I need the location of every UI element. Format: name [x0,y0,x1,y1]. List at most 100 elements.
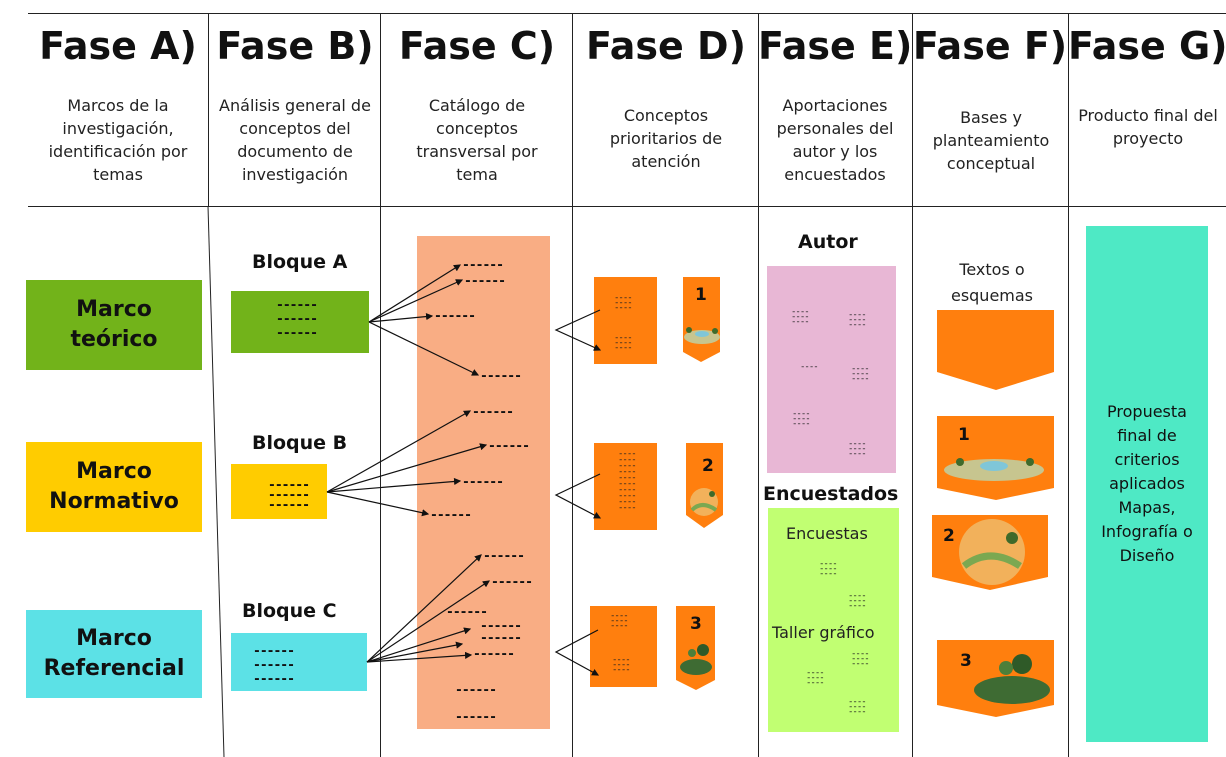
encuestados-dash: ---- [806,668,825,678]
connector-b3 [326,477,462,493]
concept-dash: ---- [610,621,629,631]
header-top-line [28,13,1226,14]
catalog-dash: ------ [480,619,522,634]
marco-teorico-box: Marco teórico [26,280,202,370]
divider-f-g [1068,13,1069,757]
header-bottom-line [28,206,1226,207]
catalog-dash: ------ [473,647,515,662]
bloque-a-label: Bloque A [252,251,348,273]
bloque-b-box [231,464,327,519]
bloque-b-dash: ------ [268,478,310,493]
pennant-number-3: 3 [690,614,702,634]
autor-dash: ---- [792,409,811,419]
bloque-c-dash: ------ [253,658,295,673]
catalog-dash: ------ [434,309,476,324]
connector-d1 [554,309,602,351]
concept-dash: ---- [614,303,633,313]
bloque-b-dash: ------ [268,498,310,513]
bloque-a-dash: ------ [276,298,318,313]
concept-dash: ---- [618,497,637,507]
phase-desc-d: Conceptos prioritarios de atención [609,106,723,171]
producto-final-box: Propuesta final de criterios aplicados M… [1086,226,1208,742]
phase-desc-c: Catálogo de conceptos transversal por te… [416,96,538,184]
phase-title-b: Fase B) [216,24,374,68]
autor-dash: ---- [800,362,819,372]
concept-dash: ---- [614,293,633,303]
concept-dash: ---- [612,660,631,670]
connector-d3 [554,629,600,676]
encuestados-dash: ---- [851,659,870,669]
encuestados-dash: ---- [806,678,825,688]
phase-desc-f: Bases y planteamiento conceptual [932,108,1050,173]
encuestados-dash: ---- [851,654,870,664]
connector-a4 [368,321,480,376]
park-illustration-f2 [959,519,1025,585]
concept-dash: ---- [614,333,633,343]
phase-title-a: Fase A) [39,24,197,68]
encuestados-label: Encuestados [763,483,899,505]
concept-dash: ---- [614,298,633,308]
marco-referencial-box: Marco Referencial [26,610,202,698]
park-illustration-2 [690,488,718,516]
phase-desc-a: Marcos de la investigación, identificaci… [48,96,188,184]
concept-dash: ---- [618,461,637,471]
park-illustration-3 [680,644,712,675]
encuestados-dash: ---- [848,702,867,712]
divider-c-d [572,13,573,757]
phase-title-g: Fase G) [1068,24,1226,68]
autor-dash: ---- [848,320,867,330]
autor-label: Autor [798,231,858,253]
catalog-dash: ------ [455,710,497,725]
phase-title-e: Fase E) [758,24,913,68]
textos-pennant [937,310,1054,390]
producto-final-label: Propuesta final de criterios aplicados M… [1101,402,1193,565]
pennant-number-1: 1 [695,285,707,305]
connector-b2 [326,443,488,493]
bloque-a-dash: ------ [276,312,318,327]
divider-d-e [758,13,759,757]
pennant-number-2: 2 [702,456,714,476]
autor-dash: ---- [792,419,811,429]
concept-dash: ---- [612,655,631,665]
divider-e-f [912,13,913,757]
autor-dash: ---- [848,310,867,320]
autor-dash: ---- [848,444,867,454]
park-illustration-1 [684,327,720,344]
encuestados-dash: ---- [819,559,838,569]
autor-dash: ---- [791,317,810,327]
autor-dash: ---- [851,374,870,384]
fase-f-pennant-1 [937,416,1054,500]
concept-box-1 [594,277,657,364]
concept-dash: ---- [618,485,637,495]
bloque-b-label: Bloque B [252,432,348,454]
autor-dash: ---- [792,414,811,424]
connector-a2 [368,279,464,323]
concept-dash: ---- [618,455,637,465]
park-illustration-f1 [944,458,1044,481]
connector-c3 [366,627,472,663]
bloque-c-box [231,633,367,691]
encuestados-dash: ---- [848,596,867,606]
marco-referencial-label: Marco Referencial [43,626,185,681]
encuestados-dash: ---- [848,601,867,611]
concept-box-3 [590,606,657,687]
autor-dash: ---- [791,312,810,322]
concept-dash: ---- [614,343,633,353]
bloque-a-box [231,291,369,353]
connector-b1 [326,410,472,493]
connector-b4 [326,491,430,517]
catalog-dash: ------ [455,683,497,698]
encuestados-box [768,508,899,732]
bloque-c-dash: ------ [253,672,295,687]
catalog-dash: ------ [446,605,488,620]
divider-a-b [208,13,209,206]
concept-dash: ---- [618,479,637,489]
fase-f-number-3: 3 [960,651,972,671]
bloque-a-dash: ------ [276,326,318,341]
concept-dash: ---- [618,473,637,483]
concept-dash: ---- [610,611,629,621]
textos-esquemas-label: Textos o esquemas [950,260,1034,305]
marco-normativo-label: Marco Normativo [49,459,179,514]
